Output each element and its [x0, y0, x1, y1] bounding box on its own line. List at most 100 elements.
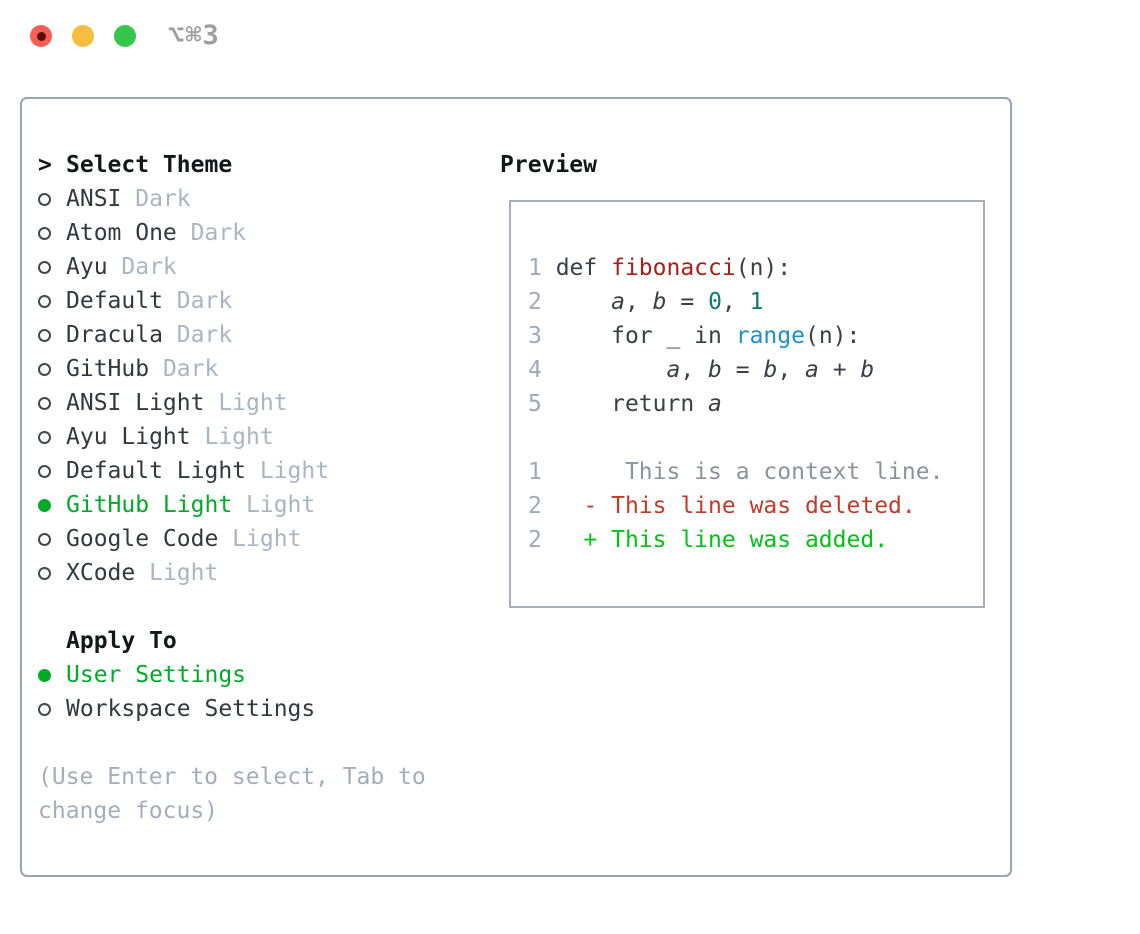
close-button-icon[interactable] — [30, 25, 52, 47]
theme-variant-tag: Light — [190, 424, 274, 450]
theme-option[interactable]: XCode Light — [38, 556, 329, 590]
theme-option[interactable]: Google Code Light — [38, 522, 329, 556]
theme-option[interactable]: Default Dark — [38, 284, 329, 318]
theme-option-label: ANSI Dark — [66, 186, 191, 212]
keyboard-hint: (Use Enter to select, Tab to change focu… — [38, 764, 426, 824]
theme-option[interactable]: ANSI Dark — [38, 182, 329, 216]
code-token-var: a — [666, 357, 681, 383]
line-number: 2 — [528, 527, 556, 553]
theme-name: Default Light — [66, 458, 247, 484]
theme-name: Atom One — [66, 220, 177, 246]
theme-variant-tag: Light — [218, 526, 302, 552]
radio-selected-icon — [38, 668, 51, 682]
theme-variant-tag: Dark — [176, 220, 247, 246]
theme-variant-tag: Light — [204, 390, 288, 416]
line-number: 1 — [528, 255, 556, 281]
code-token-code: , — [721, 289, 750, 315]
code-token-num: 0 — [708, 289, 722, 315]
code-token-num: 1 — [749, 289, 764, 315]
code-line: 1 def fibonacci(n): — [528, 251, 983, 285]
line-number: 1 — [528, 459, 556, 485]
theme-option-label: Dracula Dark — [66, 322, 232, 348]
theme-option-label: XCode Light — [66, 560, 218, 586]
theme-option[interactable]: GitHub Light Light — [38, 488, 329, 522]
code-token-code: , — [777, 357, 806, 383]
code-token-var: b — [763, 357, 778, 383]
code-token-code: = — [721, 357, 764, 383]
radio-slot — [38, 260, 66, 274]
theme-option[interactable]: GitHub Dark — [38, 352, 329, 386]
window-title: ⌥⌘3 — [168, 20, 220, 51]
theme-variant-tag: Dark — [162, 288, 233, 314]
code-token-code — [556, 289, 611, 315]
radio-icon — [38, 396, 51, 410]
code-token-code: (n): — [804, 323, 861, 349]
cursor-slot: > — [38, 152, 66, 178]
radio-icon — [38, 566, 51, 580]
theme-name: Default — [66, 288, 163, 314]
code-token-code: def — [555, 255, 612, 281]
code-line: 2 + This line was added. — [528, 523, 983, 557]
code-token-code — [556, 357, 667, 383]
zoom-button-icon[interactable] — [114, 25, 136, 47]
radio-selected-icon — [38, 498, 51, 512]
radio-icon — [38, 192, 51, 206]
cursor-icon: > — [38, 152, 52, 178]
radio-icon — [38, 430, 51, 444]
preview-header: Preview — [500, 152, 597, 178]
theme-name: ANSI — [66, 186, 122, 212]
radio-slot — [38, 192, 66, 206]
radio-slot — [38, 328, 66, 342]
radio-slot — [38, 668, 66, 682]
theme-name: ANSI Light — [66, 390, 205, 416]
theme-option[interactable]: Ayu Dark — [38, 250, 329, 284]
code-token-code: , — [624, 289, 653, 315]
code-token-deleted: - This line was deleted. — [555, 493, 916, 519]
line-number: 2 — [528, 289, 556, 315]
theme-option[interactable]: Dracula Dark — [38, 318, 329, 352]
theme-option[interactable]: ANSI Light Light — [38, 386, 329, 420]
code-token-builtin: range — [735, 323, 805, 349]
radio-slot — [38, 430, 66, 444]
code-token-var: b — [652, 289, 667, 315]
code-token-var: a — [805, 357, 819, 383]
theme-name: Ayu — [66, 254, 108, 280]
code-line: 2 - This line was deleted. — [528, 489, 983, 523]
theme-variant-tag: Light — [246, 458, 330, 484]
line-number: 4 — [528, 357, 556, 383]
radio-slot — [38, 532, 66, 546]
theme-name: GitHub — [66, 356, 150, 382]
theme-option-label: ANSI Light Light — [66, 390, 288, 416]
radio-slot — [38, 396, 66, 410]
code-line: 1 This is a context line. — [528, 455, 983, 489]
theme-option-label: GitHub Light Light — [66, 492, 315, 518]
apply-option-label: Workspace Settings — [66, 696, 316, 722]
code-token-code: , — [680, 357, 709, 383]
theme-option-label: Atom One Dark — [66, 220, 246, 246]
minimize-button-icon[interactable] — [72, 25, 94, 47]
radio-slot — [38, 362, 66, 376]
code-token-var: a — [611, 289, 625, 315]
radio-slot — [38, 566, 66, 580]
theme-option[interactable]: Default Light Light — [38, 454, 329, 488]
select-theme-header-row: >Select Theme — [38, 148, 329, 182]
radio-icon — [38, 260, 51, 274]
theme-option[interactable]: Atom One Dark — [38, 216, 329, 250]
theme-option[interactable]: Ayu Light Light — [38, 420, 329, 454]
theme-option-label: Default Light Light — [66, 458, 329, 484]
code-line: 5 return a — [528, 387, 983, 421]
theme-name: XCode — [66, 560, 136, 586]
code-line: 4 a, b = b, a + b — [528, 353, 983, 387]
theme-variant-tag: Light — [135, 560, 219, 586]
theme-name: GitHub Light — [66, 492, 233, 518]
code-line: 2 a, b = 0, 1 — [528, 285, 983, 319]
apply-option[interactable]: Workspace Settings — [38, 692, 315, 726]
radio-slot — [38, 464, 66, 478]
radio-slot — [38, 702, 66, 716]
titlebar: ⌥⌘3 — [0, 0, 1140, 97]
apply-option[interactable]: User Settings — [38, 658, 315, 692]
